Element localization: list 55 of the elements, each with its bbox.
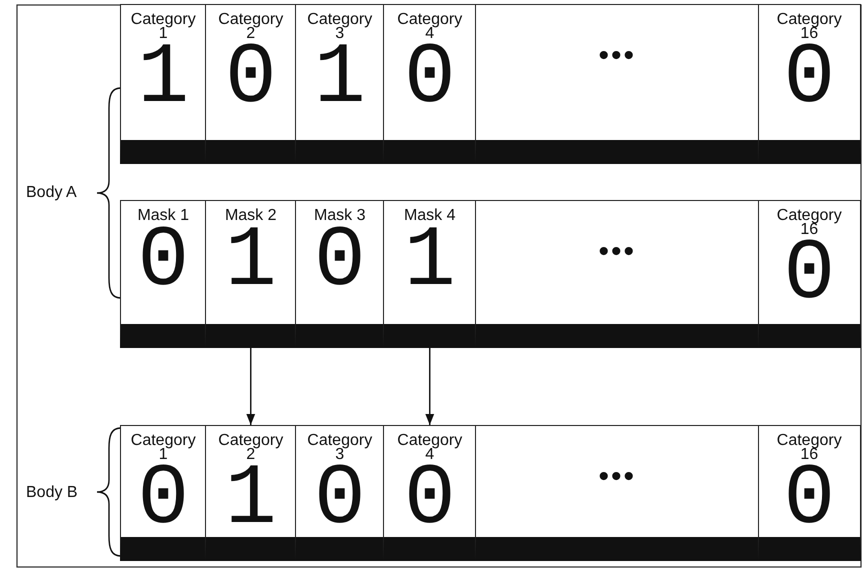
group-label: Body A [26, 184, 77, 202]
bit-cell [295, 4, 384, 164]
bit-cell [205, 425, 296, 561]
bit-cell [475, 4, 760, 164]
bit-cell [295, 425, 384, 561]
cell-heading: Category 16 [776, 434, 843, 462]
cell-heading: Category 1 [130, 434, 197, 462]
bit-cell [758, 425, 860, 561]
bit-value: 0 [783, 461, 836, 537]
bit-cell [383, 425, 476, 561]
bit-cell [205, 200, 296, 348]
bit-value: 0 [314, 461, 366, 537]
bit-cell [120, 4, 206, 164]
bit-value: 0 [783, 236, 836, 314]
ellipsis: ••• [598, 460, 636, 494]
bit-cell [475, 425, 760, 561]
bit-cell [383, 200, 476, 348]
bit-cell [383, 4, 476, 164]
cell-heading: Category 3 [306, 13, 374, 40]
cell-heading: Category 4 [396, 434, 464, 462]
bit-cell [758, 200, 860, 348]
bit-cell [120, 200, 206, 348]
cell-heading: Mask 2 [224, 209, 278, 223]
bit-value: 0 [137, 461, 190, 537]
bit-value: 0 [224, 40, 277, 118]
bit-cell [758, 4, 860, 164]
cell-heading: Category 3 [306, 434, 374, 462]
ellipsis: ••• [598, 39, 636, 73]
cell-heading: Mask 4 [402, 209, 457, 223]
bit-cell [120, 425, 206, 561]
arrow [425, 348, 434, 425]
cell-heading: Category 2 [217, 13, 284, 40]
cell-heading: Category 16 [776, 209, 843, 236]
bit-value: 0 [783, 40, 836, 118]
ellipsis: ••• [598, 235, 636, 269]
bit-value: 1 [137, 40, 190, 118]
bit-value: 0 [137, 222, 190, 300]
bit-value: 0 [404, 461, 456, 537]
bit-value: 1 [314, 40, 366, 118]
bit-value: 1 [224, 461, 277, 537]
bit-cell [205, 4, 296, 164]
bit-cell [475, 200, 760, 348]
cell-heading: Category 16 [776, 13, 843, 40]
bit-value: 0 [404, 40, 456, 118]
arrow [246, 348, 256, 425]
bit-cell [295, 200, 384, 348]
cell-heading: Mask 3 [312, 209, 367, 223]
cell-heading: Category 1 [130, 13, 197, 40]
bit-value: 0 [314, 222, 366, 300]
cell-heading: Mask 1 [136, 209, 190, 223]
cell-heading: Category 2 [217, 434, 284, 462]
bit-value: 1 [404, 222, 456, 300]
cell-heading: Category 4 [396, 13, 464, 40]
bit-value: 1 [224, 222, 277, 300]
group-label: Body B [26, 484, 78, 502]
